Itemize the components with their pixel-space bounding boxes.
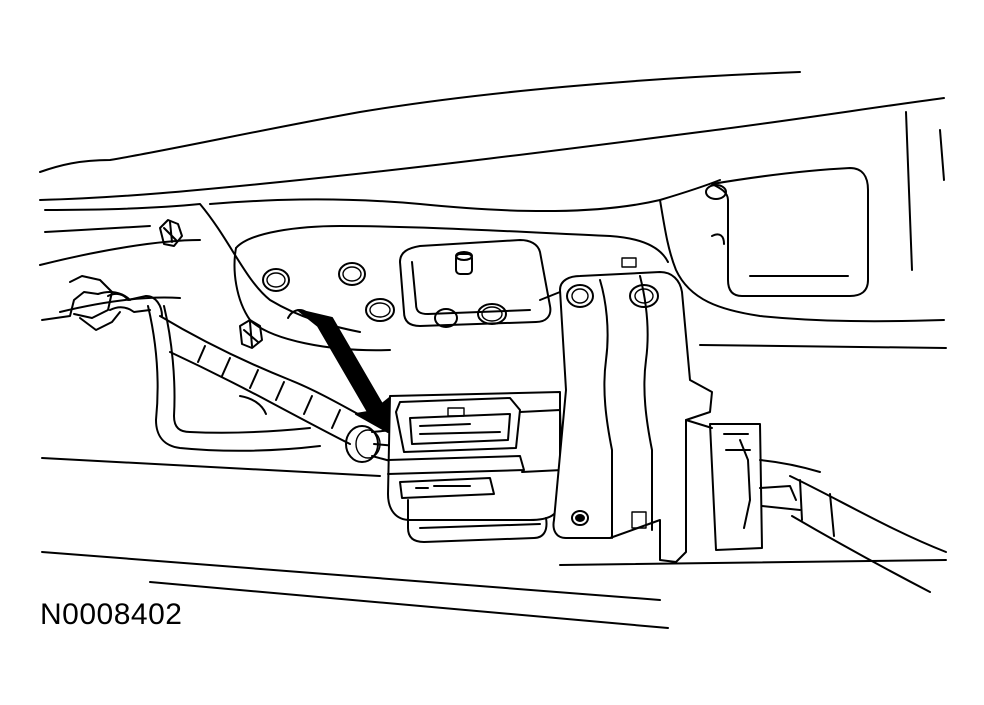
body-panel (39, 71, 945, 352)
electrical-connector (387, 391, 821, 551)
ground-terminal (41, 275, 163, 331)
panel-bracket (399, 239, 567, 327)
pointer-arrow (297, 309, 393, 433)
outgoing-harness (789, 475, 947, 593)
connector-bracket (552, 271, 713, 563)
floor-lines (41, 344, 947, 629)
wire-harness (147, 305, 397, 463)
push-pin-clips (159, 219, 263, 349)
panel-holes (262, 262, 507, 328)
figure-id-label: N0008402 (40, 598, 183, 631)
